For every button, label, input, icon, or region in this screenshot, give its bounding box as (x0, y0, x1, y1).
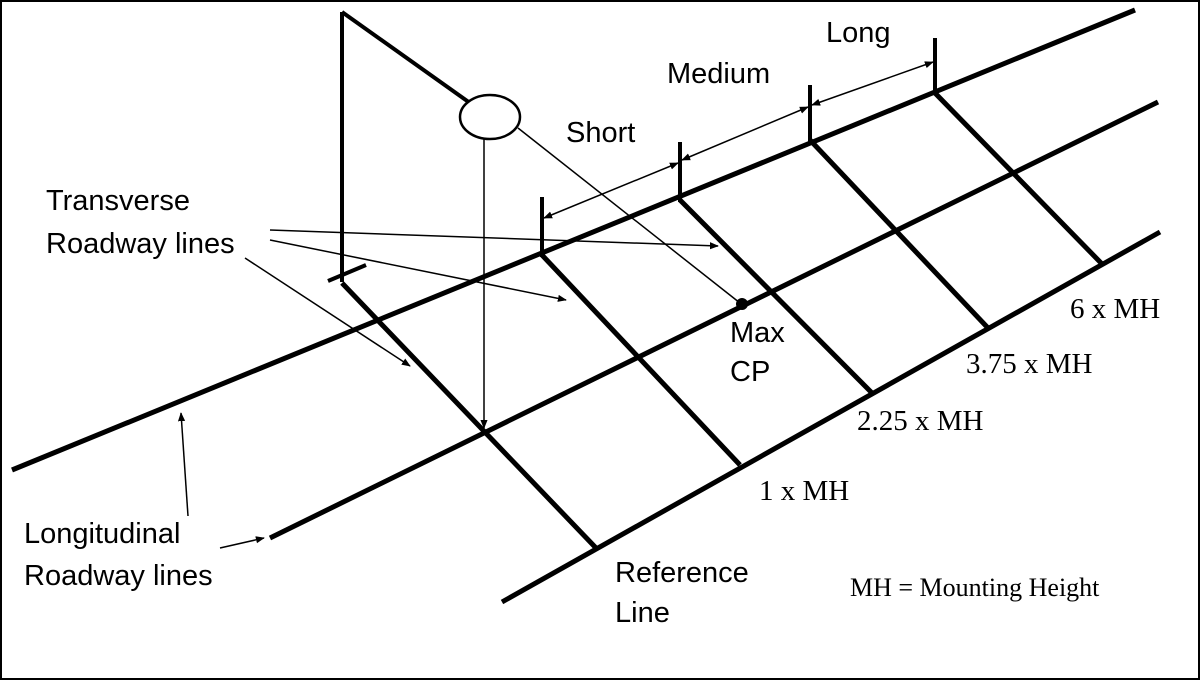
medium-label: Medium (667, 58, 770, 90)
transverse-pointer-2 (269, 239, 567, 302)
reference-line-label-line2: Line (615, 597, 670, 629)
mh-label-1: 1 x MH (759, 475, 849, 507)
transverse-label-line2: Roadway lines (46, 228, 235, 260)
long-span-arrow (811, 61, 934, 106)
transverse-pointer-3 (244, 257, 411, 367)
medium-span-arrow (681, 106, 809, 161)
transverse-pointer-1 (269, 229, 719, 250)
short-label: Short (566, 117, 635, 149)
longitudinal-pointer-middle (219, 536, 265, 549)
legend-mounting-height: MH = Mounting Height (850, 573, 1100, 602)
transverse-label-line1: Transverse (46, 185, 190, 217)
longitudinal-pointer-top (177, 412, 189, 517)
mh-label-2-25: 2.25 x MH (857, 405, 984, 437)
longitudinal-line-bottom (500, 229, 1162, 605)
max-cp-label-line1: Max (730, 317, 785, 349)
reference-line-label-line1: Reference (615, 557, 749, 589)
mh-label-3-75: 3.75 x MH (966, 348, 1093, 380)
short-span-arrow (543, 162, 679, 219)
longitudinal-line-top (11, 7, 1136, 473)
transverse-line-6mh (933, 91, 1105, 267)
longitudinal-line-middle (268, 99, 1160, 541)
max-cp-point (736, 298, 748, 310)
transverse-line-2-25mh (678, 198, 874, 395)
reference-line (340, 281, 598, 550)
pole-arm (340, 10, 472, 105)
long-label: Long (826, 17, 891, 49)
transverse-line-1mh (540, 253, 742, 467)
transverse-line-3-75mh (808, 138, 990, 330)
luminaire (458, 93, 522, 141)
mh-label-6: 6 x MH (1070, 293, 1160, 325)
longitudinal-label-line2: Roadway lines (24, 560, 213, 592)
pole-base (327, 263, 367, 283)
longitudinal-label-line1: Longitudinal (24, 518, 180, 550)
max-cp-label-line2: CP (730, 356, 770, 388)
